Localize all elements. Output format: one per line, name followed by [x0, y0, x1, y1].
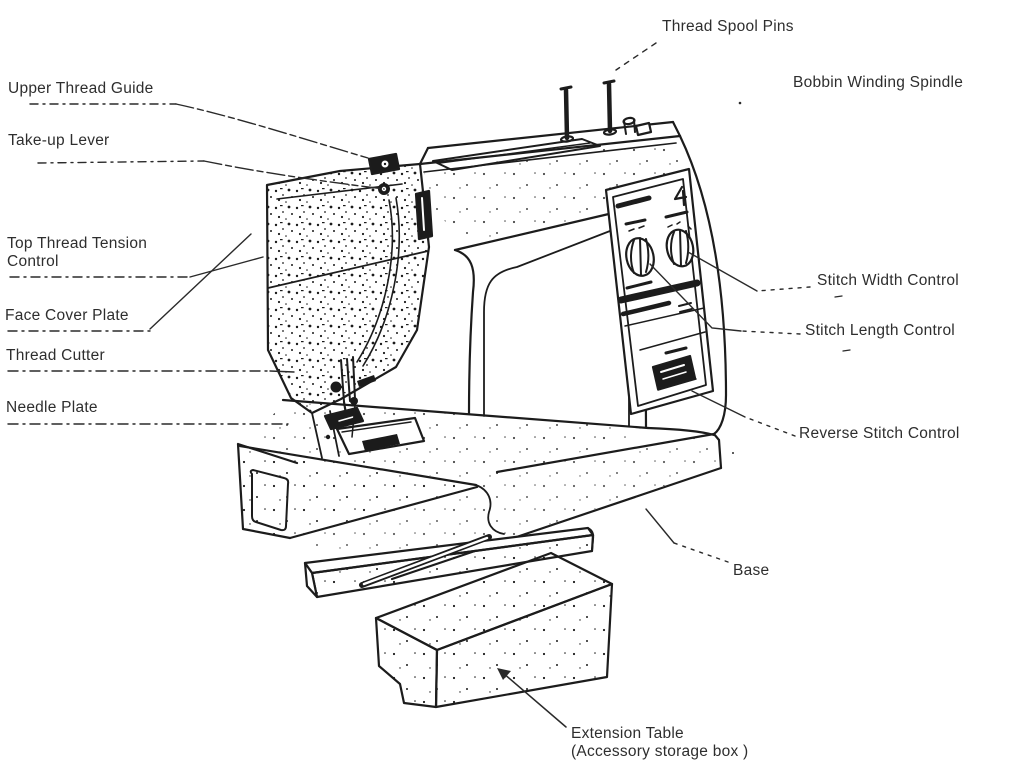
- label-extension-table: Extension Table (Accessory storage box ): [571, 725, 748, 762]
- needle-assembly: [323, 356, 376, 438]
- slotted-plate: [303, 526, 595, 599]
- leader-stitch-width: [756, 286, 811, 292]
- arm-top-surface: [418, 120, 682, 173]
- label-extension-table-line1: Extension Table: [571, 725, 684, 742]
- label-upper-thread-guide: Upper Thread Guide: [8, 80, 154, 97]
- needle-plate-drawing: [311, 410, 426, 459]
- leader-stitch-length: [740, 330, 801, 335]
- panel-brand-mark: [617, 279, 701, 304]
- label-thread-cutter: Thread Cutter: [6, 347, 105, 364]
- leader-extension-table: [502, 672, 567, 728]
- label-needle-plate: Needle Plate: [6, 399, 98, 416]
- stitch-width-dial: [665, 228, 695, 268]
- leader-lines: [7, 42, 851, 728]
- label-bobbin-winding-spindle: Bobbin Winding Spindle: [793, 74, 964, 91]
- thread-spool-pins-drawing: [559, 79, 618, 143]
- label-reverse-stitch-control: Reverse Stitch Control: [799, 425, 960, 442]
- control-panel: [604, 167, 715, 416]
- panel-logo-glyph: [673, 185, 688, 207]
- bobbin-winding-spindle-drawing: [622, 116, 653, 137]
- label-stitch-length-control: Stitch Length Control: [805, 322, 956, 339]
- leader-base: [673, 542, 729, 563]
- label-thread-spool-pins: Thread Spool Pins: [662, 18, 794, 35]
- extension-table-drawing: [374, 551, 614, 709]
- label-take-up-lever: Take-up Lever: [8, 132, 110, 149]
- label-stitch-width-control: Stitch Width Control: [817, 272, 959, 289]
- stitch-length-dial: [625, 237, 655, 277]
- label-top-thread-tension-control: Top Thread Tension Control: [7, 235, 148, 271]
- machine-body: [236, 79, 728, 709]
- leader-thread-spool-pins: [615, 42, 657, 71]
- reverse-stitch-button: [651, 354, 697, 391]
- free-arm-end: [236, 442, 299, 540]
- label-base: Base: [733, 562, 770, 579]
- leader-take-up-lever: [37, 160, 205, 164]
- label-face-cover-plate: Face Cover Plate: [5, 307, 129, 324]
- thread-guide-drawing: [356, 152, 434, 367]
- leader-bobbin-winding-spindle: [738, 101, 742, 105]
- leader-reverse-stitch: [744, 416, 796, 437]
- label-extension-table-line2: (Accessory storage box ): [571, 743, 749, 761]
